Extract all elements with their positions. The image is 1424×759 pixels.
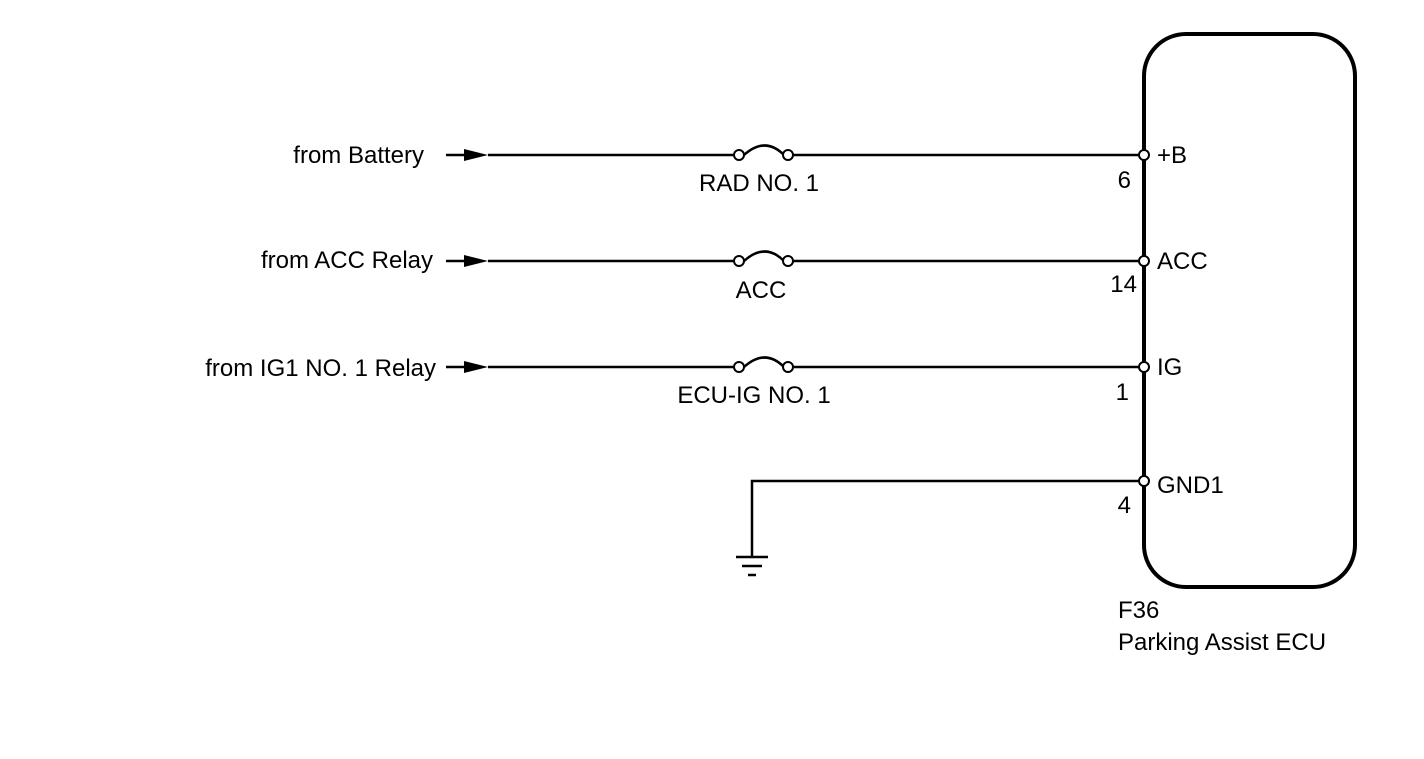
- terminal-label-ig: IG: [1157, 354, 1182, 381]
- fuse-label-rad-no1: RAD NO. 1: [699, 170, 819, 197]
- pin-number-6: 6: [1118, 167, 1131, 194]
- terminal-pin: [1138, 475, 1150, 487]
- terminal-pin: [1138, 361, 1150, 373]
- arrow-head-icon: [464, 361, 488, 373]
- ground-icon: [736, 555, 768, 577]
- arrow-head-icon: [464, 255, 488, 267]
- terminal-label-plus-b: +B: [1157, 142, 1187, 169]
- source-label-battery: from Battery: [293, 142, 424, 169]
- fuse-icon: [733, 144, 794, 161]
- fuse-label-acc: ACC: [736, 277, 787, 304]
- pin-number-4: 4: [1118, 492, 1131, 519]
- terminal-label-acc: ACC: [1157, 248, 1208, 275]
- circuit-ig: from IG1 NO. 1 Relay ECU-IG NO. 1 1 IG: [205, 354, 1182, 409]
- circuit-battery: from Battery RAD NO. 1 6 +B: [293, 142, 1187, 197]
- ecu-connector-code: F36: [1118, 597, 1159, 624]
- fuse-icon: [733, 356, 794, 373]
- fuse-icon: [733, 250, 794, 267]
- circuit-ground: 4 GND1: [736, 472, 1224, 577]
- fuse-label-ecu-ig-no1: ECU-IG NO. 1: [677, 382, 830, 409]
- ecu-body: [1142, 32, 1357, 589]
- terminal-pin: [1138, 255, 1150, 267]
- arrow-head-icon: [464, 149, 488, 161]
- terminal-label-gnd1: GND1: [1157, 472, 1224, 499]
- source-label-acc-relay: from ACC Relay: [261, 247, 433, 274]
- ecu-name: Parking Assist ECU: [1118, 629, 1326, 656]
- ground-wire: [750, 479, 1139, 557]
- terminal-pin: [1138, 149, 1150, 161]
- source-label-ig1-relay: from IG1 NO. 1 Relay: [205, 355, 436, 382]
- pin-number-14: 14: [1110, 271, 1137, 298]
- pin-number-1: 1: [1116, 379, 1129, 406]
- circuit-acc: from ACC Relay ACC 14 ACC: [261, 247, 1208, 304]
